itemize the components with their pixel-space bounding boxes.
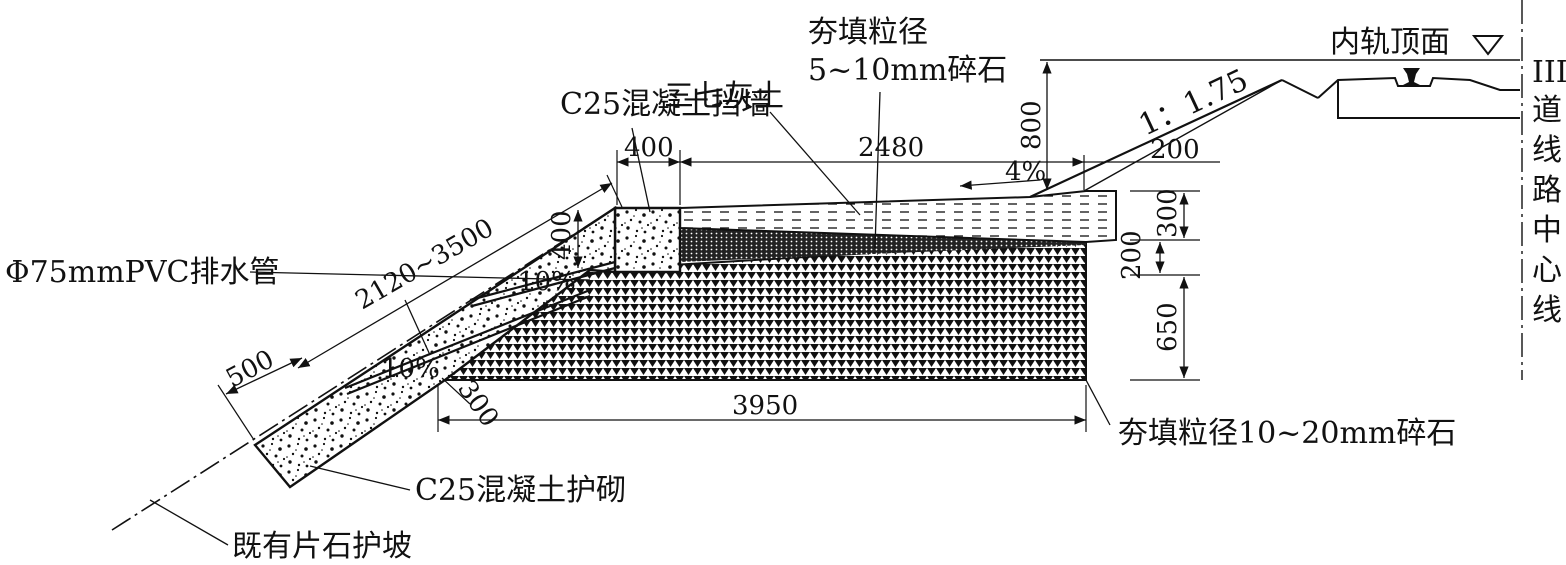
label-fill-top-2: 5~10mm碎石: [808, 53, 1007, 88]
pct-10-lower: 10%: [382, 354, 440, 384]
dim-800: 800: [1017, 100, 1047, 150]
label-fill-top-1: 夯填粒径: [808, 15, 928, 50]
centerline-char: 线: [1532, 133, 1562, 168]
dim-3950: 3950: [732, 391, 798, 421]
dim-500: 500: [221, 344, 279, 394]
centerline-char: 心: [1532, 253, 1562, 288]
pct-10-upper: 10%: [518, 267, 576, 297]
retaining-wall-area: [613, 206, 682, 274]
embankment-slope: [1029, 59, 1520, 198]
dim-200-top: 200: [1150, 135, 1200, 165]
dim-400-top: 400: [624, 133, 674, 163]
rail-icon: [1401, 68, 1422, 86]
label-protection: C25混凝土护砌: [415, 473, 626, 508]
centerline-char: 道: [1532, 93, 1562, 128]
dim-650: 650: [1153, 302, 1183, 352]
label-rail-top: 内轨顶面: [1330, 25, 1450, 60]
centerline-char: 路: [1532, 173, 1562, 208]
label-retaining-wall: C25混凝土挡墙: [560, 87, 771, 122]
dim-200-right: 200: [1117, 230, 1147, 280]
dimension-lines: [217, 62, 1220, 441]
dim-400-wall: 400: [547, 210, 577, 260]
centerline-char: 中: [1532, 213, 1562, 248]
label-lime-soil: 三七灰土: [664, 79, 784, 114]
label-pvc-pipe: Φ75mmPVC排水管: [5, 255, 279, 290]
label-fill-bottom: 夯填粒径10~20mm碎石: [1118, 416, 1456, 451]
dim-300-bottom: 300: [451, 375, 504, 433]
label-slope-ratio: 1：1.75: [1134, 63, 1254, 144]
track-section: [1317, 68, 1520, 119]
centerline-char: 线: [1532, 293, 1562, 328]
elevation-triangle-icon: [1471, 35, 1505, 56]
dim-300-right: 300: [1153, 188, 1183, 238]
label-existing-slope: 既有片石护坡: [232, 529, 412, 564]
leader-lines: [149, 91, 1111, 546]
label-line-no: III: [1532, 55, 1566, 90]
lime-soil-area: [679, 190, 1117, 244]
dim-2480: 2480: [858, 133, 924, 163]
dim-4pct: 4%: [1005, 157, 1046, 187]
